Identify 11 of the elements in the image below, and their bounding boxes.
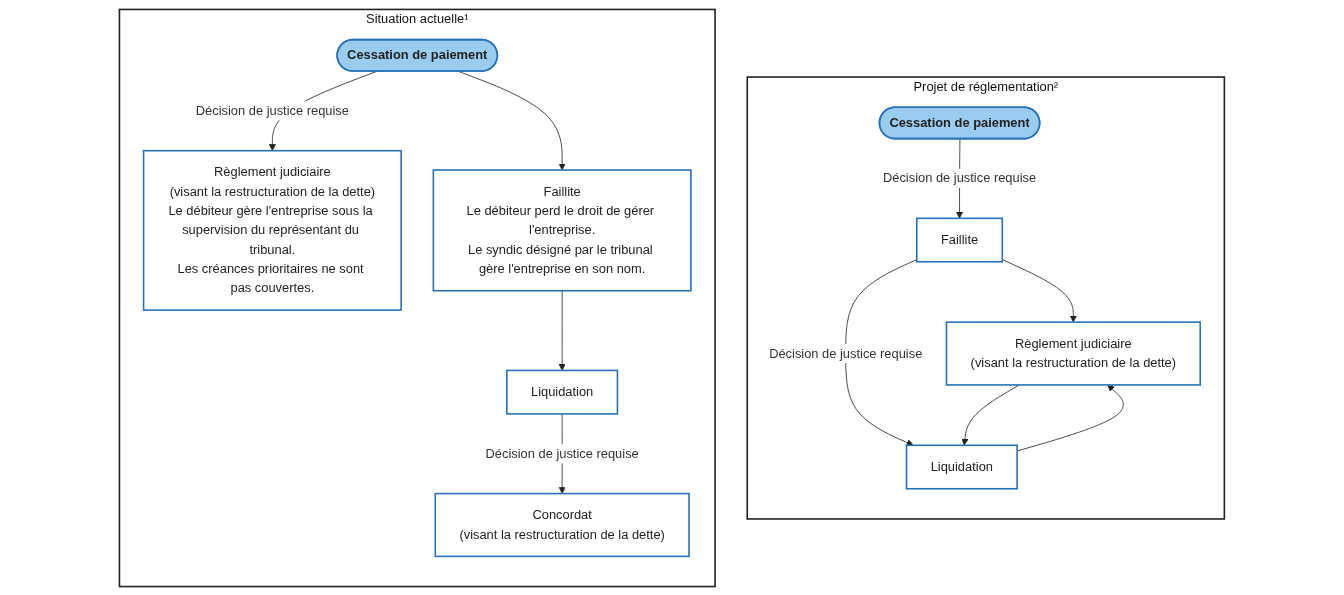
node-box: Règlement judiciaire (visant la restructuration de la dette) Le débiteur gère l'entreprise sous la supervision du représentant du tribunal. Les créances prioritaires ne sont pas couvertes. bbox=[142, 149, 403, 311]
node-box: Faillite bbox=[916, 217, 1004, 263]
edge-label: Décision de justice requise bbox=[195, 103, 350, 117]
node-box: Concordat (visant la restructuration de la dette) bbox=[434, 492, 690, 557]
edge-label: Décision de justice requise bbox=[769, 345, 923, 360]
edge-label: Décision de justice requise bbox=[485, 446, 639, 460]
edge-label: Décision de justice requise bbox=[883, 170, 1037, 185]
node-box: Faillite Le débiteur perd le droit de gérer l'entreprise. Le syndic désigné par le tribunal gère l'entreprise en son nom. bbox=[432, 168, 692, 292]
node-box: Liquidation bbox=[905, 444, 1018, 490]
node-box: Liquidation bbox=[506, 369, 619, 415]
node-box: Règlement judiciaire (visant la restructuration de la dette) bbox=[945, 320, 1202, 386]
